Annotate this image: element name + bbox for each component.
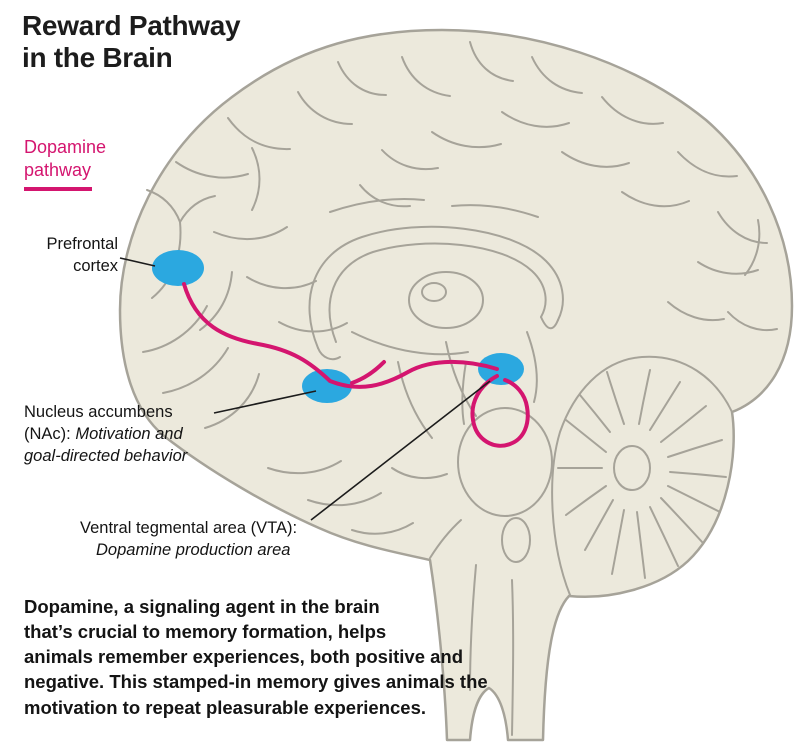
nac-label-italic-1: Motivation and — [75, 424, 183, 443]
page-title: Reward Pathway in the Brain — [22, 10, 241, 74]
prefrontal-cortex-dot — [152, 250, 204, 286]
caption-paragraph: Dopamine, a signaling agent in the brain… — [24, 594, 488, 720]
legend-line-2: pathway — [24, 159, 92, 180]
title-line-1: Reward Pathway — [22, 10, 241, 41]
splenium — [540, 316, 559, 330]
nac-label-line-2: (NAc): Motivation and — [24, 424, 187, 446]
prefrontal-label-line-2: cortex — [73, 256, 118, 275]
dopamine-pathway-legend-swatch — [24, 187, 92, 191]
caption-line-4: negative. This stamped-in memory gives a… — [24, 671, 488, 693]
fornix-line — [351, 331, 469, 356]
genu-hook — [317, 347, 341, 361]
nac-label-italic-2: goal-directed behavior — [24, 446, 188, 465]
vta-dot — [478, 353, 524, 385]
prefrontal-pointer-line — [119, 257, 156, 267]
label-vta: Ventral tegmental area (VTA): Dopamine p… — [80, 518, 297, 562]
corpus-callosum-outer — [308, 225, 564, 349]
caption-line-5: motivation to repeat pleasurable experie… — [24, 696, 427, 718]
midline-structures — [308, 225, 564, 439]
vta-label-line-1: Ventral tegmental area (VTA): — [80, 519, 298, 537]
cerebellum — [551, 355, 733, 596]
nac-label-prefix: (NAc): — [24, 424, 76, 443]
cerebellum-core — [613, 445, 651, 491]
corpus-callosum-inner — [328, 242, 547, 343]
pons-outline — [457, 407, 553, 517]
cortex-sulci — [142, 41, 778, 535]
cerebellum-boundary — [551, 355, 733, 596]
nucleus-accumbens-dot — [302, 369, 352, 403]
vta-label-line-2: Dopamine production area — [96, 540, 291, 559]
dopamine-pathway-line — [182, 282, 530, 448]
thalamus-outline — [408, 271, 484, 329]
vta-pointer-line — [310, 380, 491, 521]
caption-line-2: that’s crucial to memory formation, help… — [24, 621, 387, 643]
brainstem — [429, 407, 553, 736]
label-nucleus-accumbens: Nucleus accumbens (NAc): Motivation and … — [24, 402, 187, 467]
thalamus-inner — [421, 282, 447, 302]
caption-line-3: animals remember experiences, both posit… — [24, 646, 464, 668]
label-prefrontal-cortex: Prefrontal cortex — [26, 234, 118, 278]
pathway-fork-branch — [350, 360, 386, 385]
brain-silhouette — [118, 28, 794, 742]
legend-line-1: Dopamine — [24, 137, 107, 157]
tonsil-outline — [501, 517, 531, 563]
nac-pointer-line — [213, 390, 317, 414]
title-line-2: in the Brain — [22, 42, 173, 74]
pathway-vta-loop — [470, 374, 530, 448]
dopamine-pathway-legend: Dopamine pathway — [24, 136, 106, 181]
prefrontal-label-line-1: Prefrontal — [46, 235, 118, 253]
nac-label-line-1: Nucleus accumbens — [24, 403, 173, 421]
caption-line-1: Dopamine, a signaling agent in the brain — [24, 596, 380, 617]
pathway-main — [182, 282, 499, 389]
